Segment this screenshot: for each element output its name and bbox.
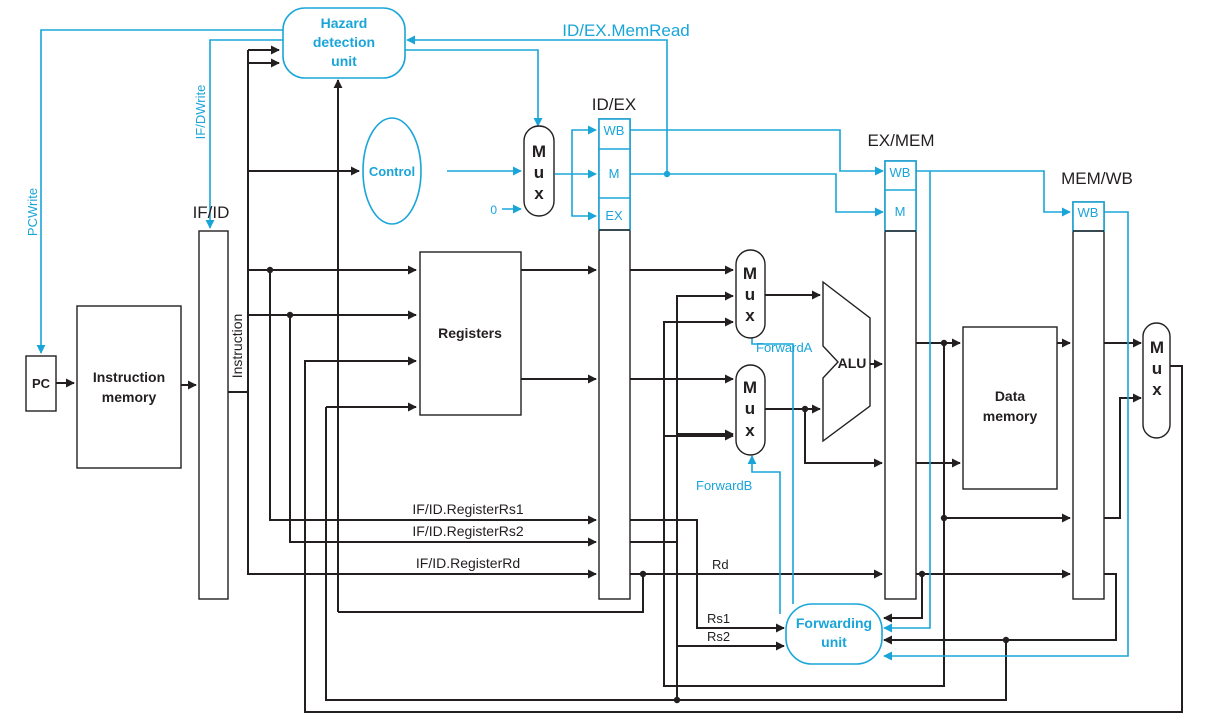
- forward-b-label: ForwardB: [696, 478, 752, 493]
- pc-write-label: PCWrite: [25, 188, 40, 236]
- mem-wb-register: WB MEM/WB: [1061, 169, 1133, 600]
- control-unit: Control: [362, 117, 422, 225]
- svg-text:M: M: [743, 378, 757, 397]
- rs2-label: Rs2: [707, 629, 730, 644]
- forward-a-label: ForwardA: [756, 340, 813, 355]
- if-id-register-rs2-label: IF/ID.RegisterRs2: [412, 523, 523, 539]
- forwarding-label-2: unit: [821, 634, 847, 650]
- forwarding-label-1: Forwarding: [796, 615, 872, 631]
- datapath-wires: [56, 45, 1183, 713]
- zero-input-label: 0: [490, 203, 497, 217]
- memread-junction: [663, 170, 671, 178]
- svg-text:x: x: [745, 421, 755, 440]
- mem-wb-label: MEM/WB: [1061, 169, 1133, 188]
- control-mux: M u x: [523, 125, 555, 217]
- if-id-register-rd-label: IF/ID.RegisterRd: [416, 555, 520, 571]
- data-memory: Data memory: [962, 326, 1058, 490]
- junction-dots: [266, 266, 1010, 704]
- id-ex-register: WB M EX ID/EX: [592, 95, 636, 600]
- hazard-label-3: unit: [331, 53, 357, 69]
- rs1-label: Rs1: [707, 611, 730, 626]
- hazard-detection-unit: Hazard detection unit: [282, 7, 406, 79]
- if-id-label: IF/ID: [193, 203, 230, 222]
- id-ex-wb-field: WB: [604, 123, 625, 138]
- ex-mem-register: WB M EX/MEM: [867, 131, 935, 600]
- svg-text:u: u: [534, 163, 544, 182]
- alu-label: ALU: [838, 355, 867, 371]
- svg-text:u: u: [1152, 359, 1162, 378]
- ex-mem-m-field: M: [895, 204, 906, 219]
- svg-text:x: x: [745, 306, 755, 325]
- instruction-memory-label-1: Instruction: [93, 369, 165, 385]
- control-wires: [36, 29, 1129, 661]
- svg-text:u: u: [745, 399, 755, 418]
- if-id-register: IF/ID: [193, 203, 230, 600]
- register-file: Registers: [419, 251, 522, 416]
- writeback-mux: M u x: [1142, 322, 1171, 439]
- instruction-memory-label-2: memory: [102, 389, 157, 405]
- data-memory-label-1: Data: [995, 388, 1026, 404]
- pc-register: PC: [25, 355, 57, 412]
- svg-text:x: x: [534, 184, 544, 203]
- id-ex-m-field: M: [609, 166, 620, 181]
- id-ex-label: ID/EX: [592, 95, 636, 114]
- forwarding-unit: Forwarding unit: [785, 603, 883, 665]
- ex-mem-label: EX/MEM: [867, 131, 934, 150]
- forward-b-mux: M u x: [735, 364, 766, 456]
- hazard-label-1: Hazard: [321, 15, 368, 31]
- svg-text:x: x: [1152, 380, 1162, 399]
- hazard-label-2: detection: [313, 34, 375, 50]
- control-label: Control: [369, 164, 415, 179]
- svg-text:M: M: [1150, 338, 1164, 357]
- id-ex-memread-label: ID/EX.MemRead: [562, 21, 690, 40]
- if-d-write-label: IF/DWrite: [193, 85, 208, 140]
- pc-label: PC: [32, 376, 51, 391]
- svg-text:u: u: [745, 285, 755, 304]
- ex-mem-wb-field: WB: [890, 165, 911, 180]
- instruction-memory: Instruction memory: [76, 305, 182, 469]
- forward-a-mux: M u x: [735, 249, 766, 339]
- id-ex-ex-field: EX: [605, 208, 623, 223]
- rd-label: Rd: [712, 557, 729, 572]
- instruction-label: Instruction: [229, 314, 245, 379]
- alu: ALU: [822, 280, 871, 443]
- mem-wb-wb-field: WB: [1078, 205, 1099, 220]
- registers-label: Registers: [438, 325, 502, 341]
- svg-text:M: M: [743, 264, 757, 283]
- svg-text:M: M: [532, 142, 546, 161]
- if-id-register-rs1-label: IF/ID.RegisterRs1: [412, 501, 523, 517]
- data-memory-label-2: memory: [983, 408, 1038, 424]
